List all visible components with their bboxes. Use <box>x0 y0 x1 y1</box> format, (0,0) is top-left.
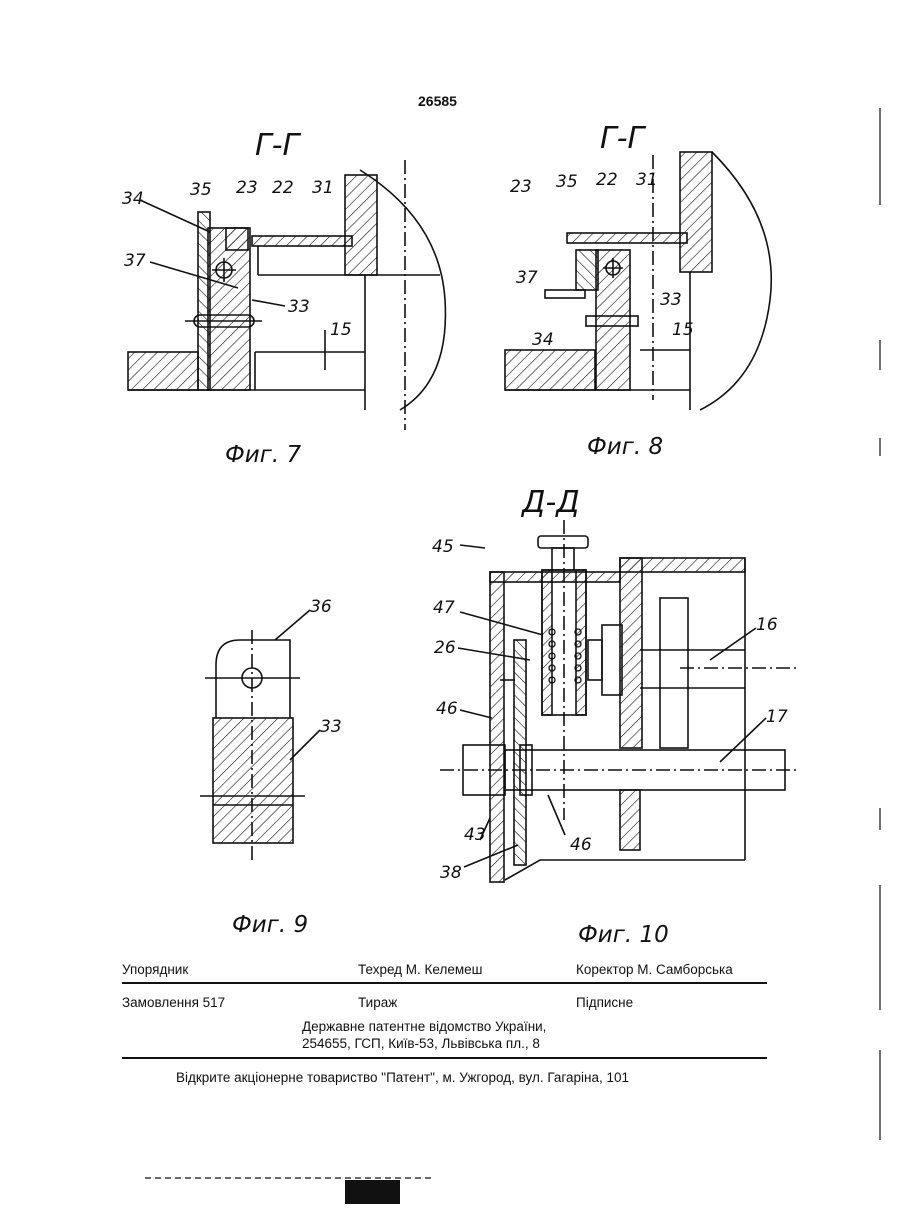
fig8-caption: Фиг. 8 <box>587 434 663 460</box>
figure-7: Г-Г <box>128 128 445 430</box>
fig8-section-title: Г-Г <box>600 121 647 156</box>
fig9-caption: Фиг. 9 <box>232 912 308 938</box>
fig8-label-33: 33 <box>660 290 682 310</box>
fig10-caption: Фиг. 10 <box>578 922 669 948</box>
fig7-label-23: 23 <box>236 178 258 198</box>
imprint-rule-2 <box>122 1057 767 1059</box>
imprint-rule-1 <box>122 982 767 984</box>
fig8-label-23: 23 <box>510 177 532 197</box>
fig9-label-33: 33 <box>320 717 342 737</box>
fig10-label-47: 47 <box>433 598 455 618</box>
fig7-label-35: 35 <box>190 180 212 200</box>
black-bar-mark <box>345 1180 400 1204</box>
fig8-label-15: 15 <box>672 320 694 340</box>
fig10-label-38: 38 <box>440 863 462 883</box>
imprint-order: Замовлення 517 <box>122 995 225 1010</box>
imprint-compiler: Упорядник <box>122 962 188 977</box>
imprint-corrector: Коректор М. Самборська <box>576 962 733 977</box>
fig10-label-43: 43 <box>464 825 486 845</box>
margin-marks <box>145 108 880 1178</box>
fig7-label-22: 22 <box>272 178 294 198</box>
fig7-label-31: 31 <box>312 178 334 198</box>
figure-9 <box>200 610 320 860</box>
imprint-subscription: Підписне <box>576 995 633 1010</box>
fig7-label-33: 33 <box>288 297 310 317</box>
figure-10: Д-Д <box>440 485 800 882</box>
imprint-techred: Техред М. Келемеш <box>358 962 482 977</box>
fig10-section-title: Д-Д <box>520 485 580 520</box>
fig7-label-15: 15 <box>330 320 352 340</box>
fig10-label-45: 45 <box>432 537 454 557</box>
fig7-section-title: Г-Г <box>255 128 302 163</box>
fig7-label-34: 34 <box>122 189 144 209</box>
fig10-label-46b: 46 <box>570 835 592 855</box>
fig10-label-16: 16 <box>756 615 778 635</box>
fig8-label-31: 31 <box>636 170 658 190</box>
fig10-label-46: 46 <box>436 699 458 719</box>
imprint-office-line1: Державне патентне відомство України, <box>302 1019 546 1034</box>
figure-10-labels: 45 47 26 46 16 17 43 46 38 Фиг. 10 <box>432 537 788 948</box>
imprint-circulation: Тираж <box>358 995 397 1010</box>
imprint-publisher: Відкрите акціонерне товариство "Патент",… <box>176 1070 629 1085</box>
fig10-label-26: 26 <box>434 638 456 658</box>
figure-8: Г-Г <box>505 121 771 410</box>
fig7-caption: Фиг. 7 <box>225 442 301 468</box>
fig8-label-22: 22 <box>596 170 618 190</box>
imprint-office-line2: 254655, ГСП, Київ-53, Львівська пл., 8 <box>302 1036 540 1051</box>
fig8-label-37: 37 <box>516 268 538 288</box>
fig8-label-35: 35 <box>556 172 578 192</box>
fig10-label-17: 17 <box>766 707 788 727</box>
fig7-label-37: 37 <box>124 251 146 271</box>
fig9-label-36: 36 <box>310 597 332 617</box>
fig8-label-34: 34 <box>532 330 554 350</box>
